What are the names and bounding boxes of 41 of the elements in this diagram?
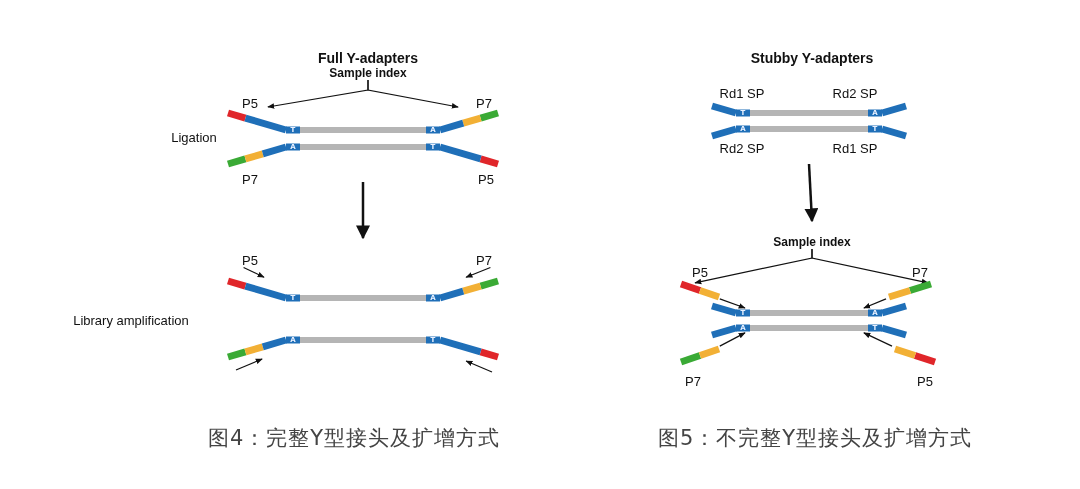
primer-arrow [863,332,893,347]
primer-arrow [863,298,887,309]
adapter-label: P7 [912,264,928,280]
region-label: Rd2 SP [719,140,765,156]
adapter-fragment-drawing [892,345,938,366]
annotation-label: Sample index [329,66,407,80]
adapter-label: P5 [242,95,258,111]
adapter-label: P7 [476,95,492,111]
dna-duplex-drawing [224,107,502,170]
primer-arrow [235,358,263,371]
primer-arrow [243,266,265,278]
adapter-fragment-drawing [886,280,934,301]
primer-arrow [719,298,746,309]
step-label: Ligation [171,129,217,145]
annotation-label: Sample index [773,235,851,249]
adapter-label: P5 [692,264,708,280]
figure-caption: 图5：不完整Y型接头及扩增方式 [657,425,973,452]
region-label: Rd2 SP [832,85,878,101]
region-label: Rd1 SP [832,140,878,156]
adapter-label: P5 [478,171,494,187]
adapter-label: P7 [476,252,492,268]
adapter-fragment-drawing [678,280,722,301]
step-label: Library amplification [73,312,189,328]
leader-arrow [367,79,459,109]
primer-arrow [719,332,746,347]
adapter-label: P7 [685,373,701,389]
adapter-label: P5 [917,373,933,389]
arrow [356,182,370,240]
panel-title: Full Y-adapters [317,50,419,66]
adapter-fragment-drawing [678,345,722,366]
leader-arrow [811,248,929,285]
adapter-label: P7 [242,171,258,187]
dna-duplex-drawing [708,103,910,140]
region-label: Rd1 SP [719,85,765,101]
primer-arrow [465,266,491,278]
dna-duplex-drawing [708,303,910,339]
figure-caption: 图4：完整Y型接头及扩增方式 [207,425,501,452]
panel-title: Stubby Y-adapters [750,50,874,66]
arrow [804,163,819,223]
primer-arrow [465,360,493,373]
adapter-label: P5 [242,252,258,268]
